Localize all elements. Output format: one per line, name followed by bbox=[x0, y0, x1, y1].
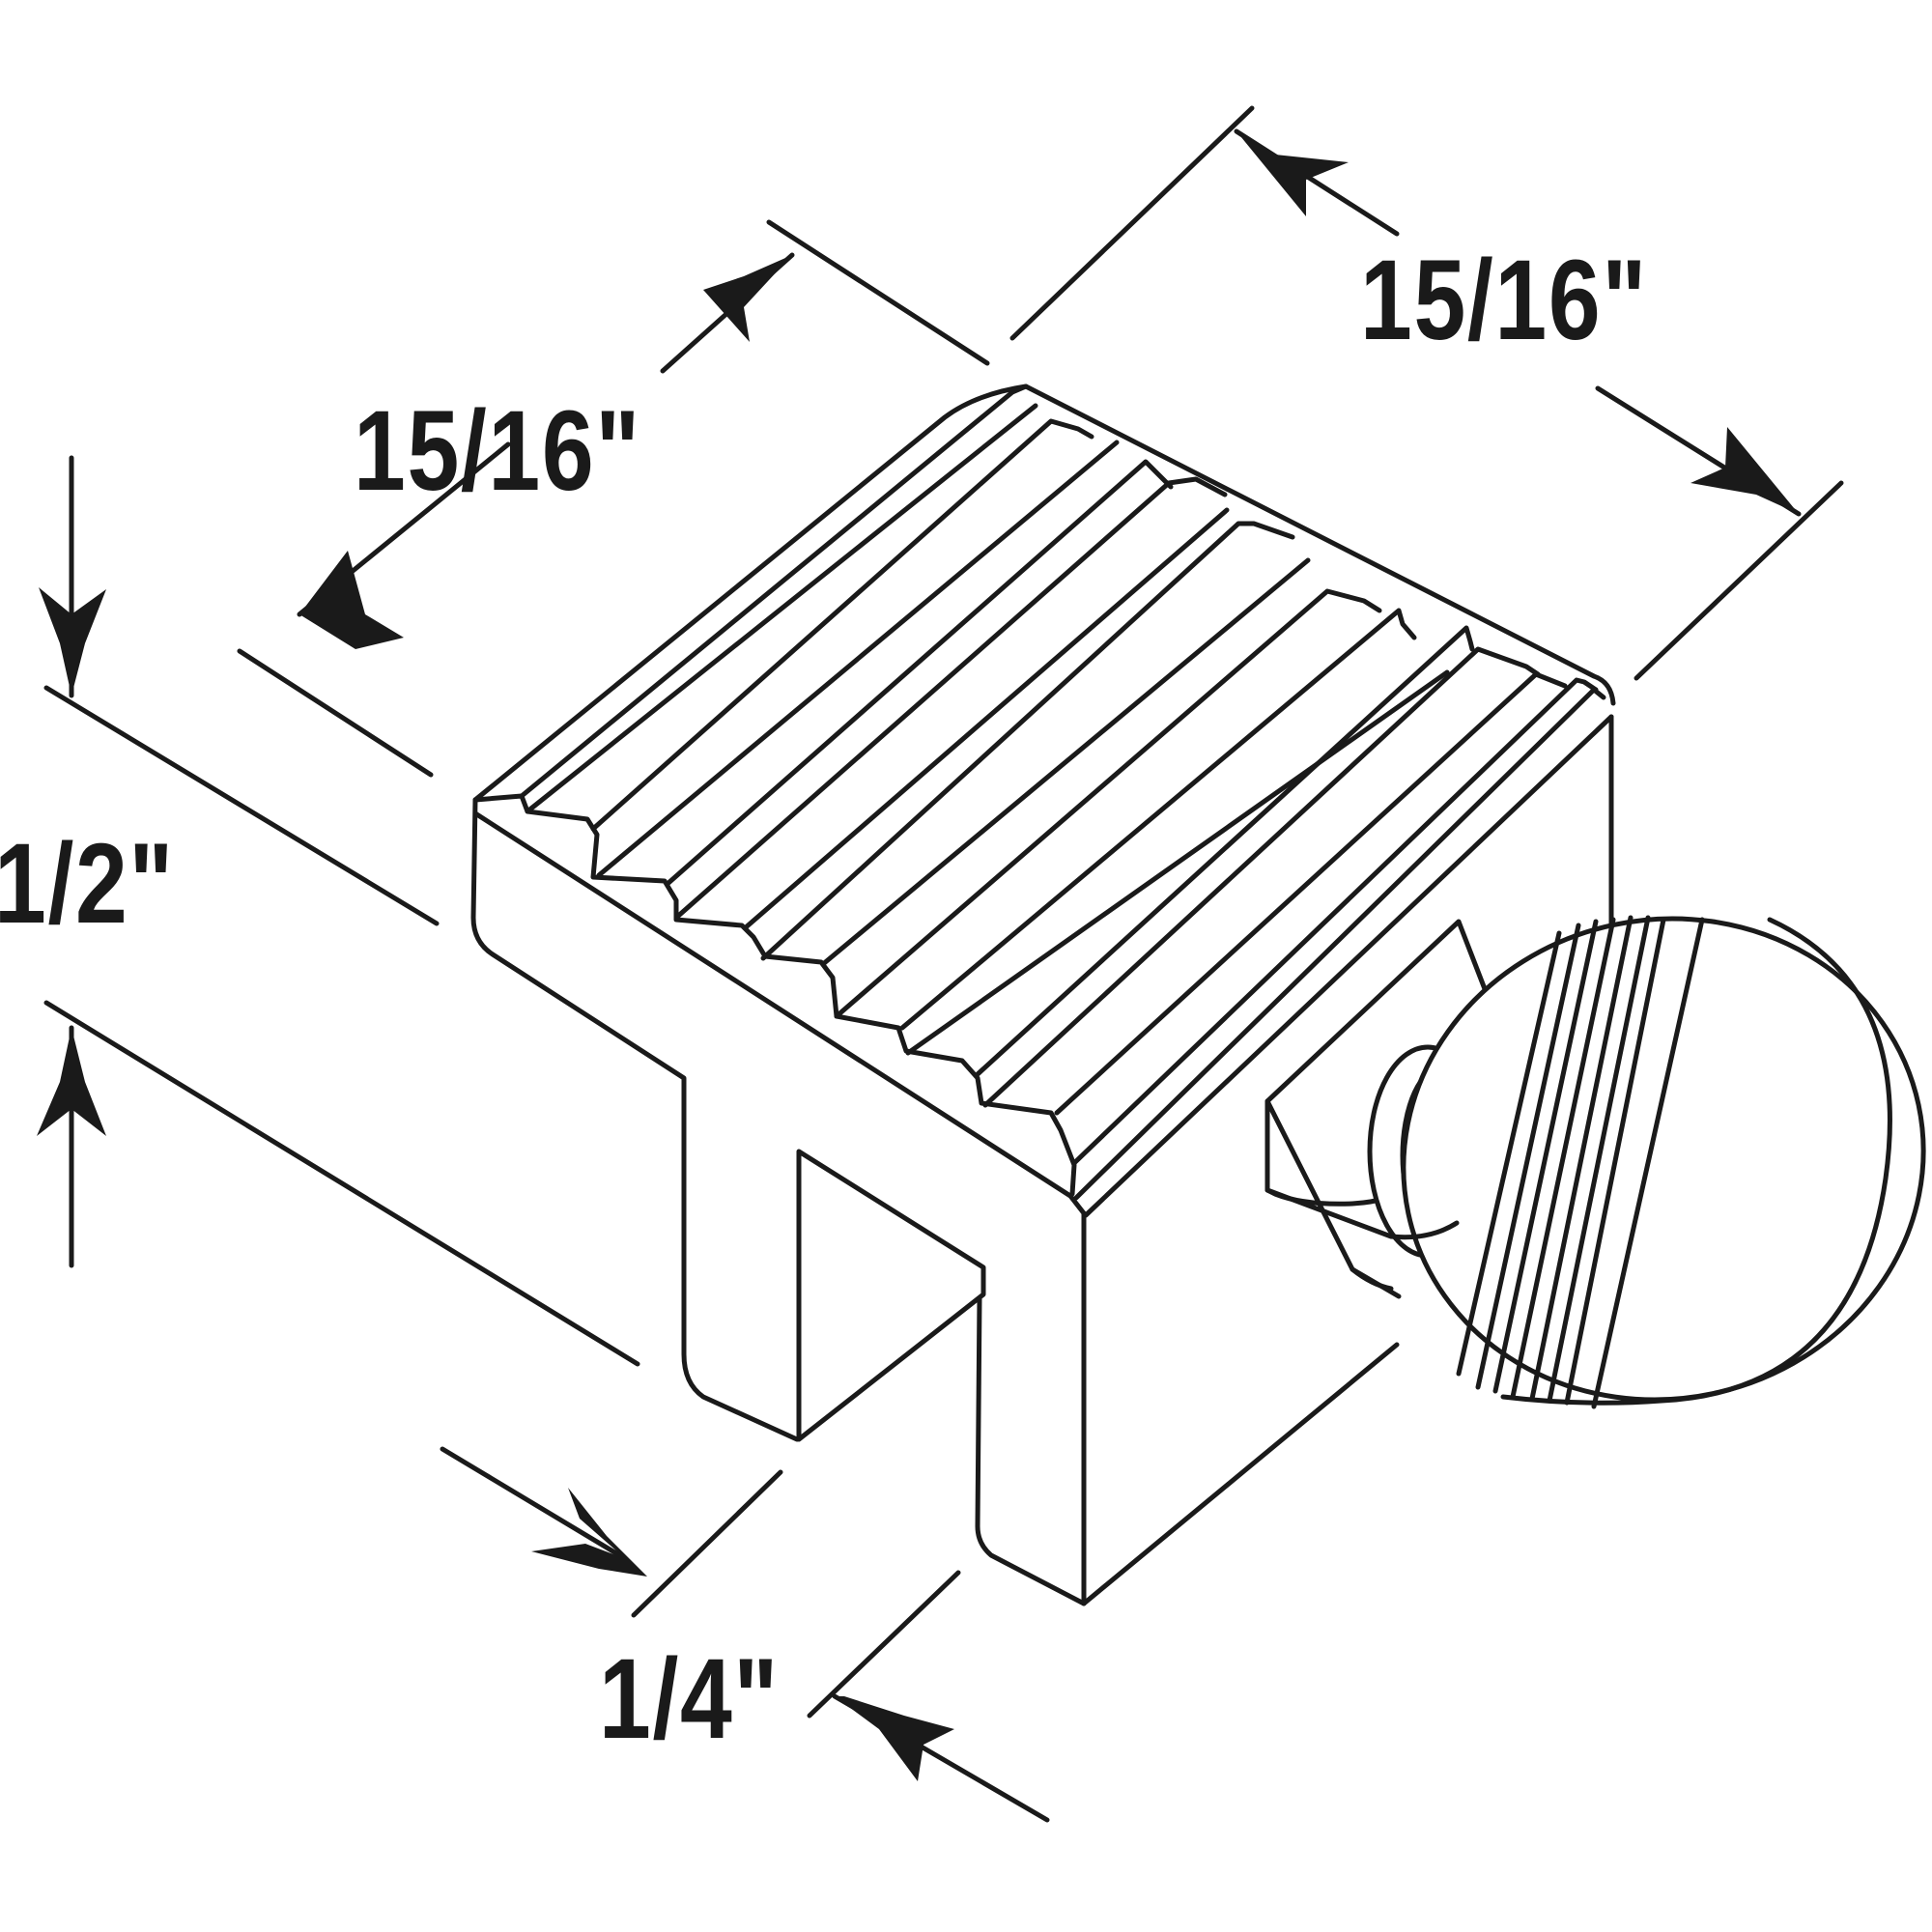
arrow-slot-left bbox=[835, 1696, 954, 1781]
arrow-height-down bbox=[39, 587, 106, 696]
arrow-left-down bbox=[299, 551, 404, 649]
height-dimension-label: 1/2" bbox=[0, 820, 175, 948]
slot-dimension-label: 1/4" bbox=[599, 1635, 780, 1763]
arrow-height-up bbox=[37, 1028, 106, 1136]
dimension-width bbox=[1009, 105, 1844, 681]
length-dimension-label: 15/16" bbox=[354, 387, 641, 515]
dimension-height bbox=[37, 455, 640, 1367]
dimension-slot bbox=[440, 1446, 1050, 1823]
thumb-screw bbox=[1264, 915, 1926, 1409]
knurled-top bbox=[472, 384, 1614, 1218]
clip-body bbox=[470, 384, 1616, 1606]
width-dimension-label: 15/16" bbox=[1360, 237, 1648, 364]
arrow-left-up bbox=[703, 255, 792, 342]
arrow-right-down bbox=[1690, 427, 1799, 514]
arrow-slot-right bbox=[531, 1488, 647, 1577]
dimension-length bbox=[237, 219, 990, 778]
arrow-right-up bbox=[1236, 131, 1349, 216]
